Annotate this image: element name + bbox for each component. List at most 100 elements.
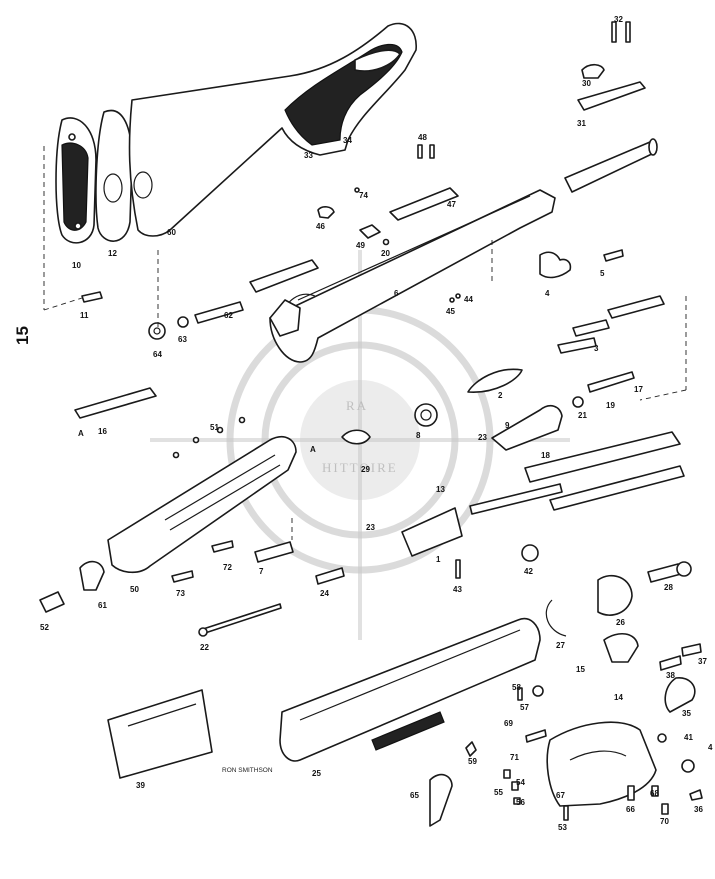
callout-46: 46 — [316, 222, 325, 231]
callout-66: 66 — [626, 805, 635, 814]
callout-11: 11 — [80, 311, 89, 320]
watermark-bottom-text: HITTOIRE — [322, 460, 398, 475]
callout-3: 3 — [594, 344, 599, 353]
pin-56 — [513, 797, 521, 805]
callout-72: 72 — [223, 563, 232, 572]
pin-55 — [503, 769, 511, 779]
callout-67: 67 — [556, 791, 565, 800]
callout-50: 50 — [130, 585, 139, 594]
stock-bolt-hole — [133, 171, 153, 199]
callout-53: 53 — [558, 823, 567, 832]
callout-31: 31 — [577, 119, 586, 128]
tube-plug — [572, 319, 610, 337]
buttstock-group — [55, 22, 417, 303]
callout-13: 13 — [436, 485, 445, 494]
screw-48a — [417, 144, 423, 159]
forend-25 — [279, 618, 541, 762]
screw-51c — [216, 426, 224, 434]
butt-plate-screw-hole-lower — [74, 222, 82, 230]
pin-43 — [455, 559, 461, 579]
callout-40: 4 — [708, 743, 713, 752]
magazine-tube — [607, 295, 665, 319]
callout-22: 22 — [200, 643, 209, 652]
pin-44 — [455, 293, 461, 299]
receiver-group — [148, 138, 665, 363]
callout-71: 71 — [510, 753, 519, 762]
small-parts-top — [317, 21, 646, 303]
pin-73 — [171, 570, 194, 583]
screw-32b — [625, 21, 631, 43]
callout-10: 10 — [72, 261, 81, 270]
callout-18: 18 — [541, 451, 550, 460]
callout-26: 26 — [616, 618, 625, 627]
callout-A: A — [310, 445, 316, 454]
action-spring-2 — [467, 368, 523, 393]
callout-14: 14 — [614, 693, 623, 702]
callout-42: 42 — [524, 567, 533, 576]
artist-signature: RON SMITHSON — [222, 767, 273, 774]
washer-63 — [177, 316, 189, 328]
callout-8: 8 — [416, 431, 421, 440]
callout-35: 35 — [682, 709, 691, 718]
pin-54 — [511, 781, 519, 791]
rear-sight-30 — [581, 63, 605, 79]
callout-56: 56 — [516, 798, 525, 807]
callout-58: 58 — [512, 683, 521, 692]
spring-ring-27 — [545, 599, 567, 637]
latch-49 — [359, 224, 381, 239]
guide-rod — [557, 337, 597, 354]
callout-38: 38 — [666, 671, 675, 680]
callout-24: 24 — [320, 589, 329, 598]
callout-16: 16 — [98, 427, 107, 436]
rear-sight-base-31 — [577, 81, 646, 111]
part-57 — [532, 685, 544, 697]
callout-49: 49 — [356, 241, 365, 250]
cap-52 — [39, 591, 65, 613]
part-callouts: 10 11 12 60 33 34 32 30 31 48 74 47 46 4… — [40, 15, 713, 832]
callout-57: 57 — [520, 703, 529, 712]
butt-plate-checkering — [61, 142, 89, 231]
callout-32: 32 — [614, 15, 623, 24]
callout-45: 45 — [446, 307, 455, 316]
extractor-29 — [341, 429, 371, 445]
callout-48: 48 — [418, 133, 427, 142]
callout-61: 61 — [98, 601, 107, 610]
clip-46 — [317, 206, 335, 219]
callout-62: 62 — [224, 311, 233, 320]
pin-36 — [689, 789, 703, 801]
pin-53 — [563, 805, 569, 821]
screw-51d — [238, 416, 246, 424]
callout-5: 5 — [600, 269, 605, 278]
forearm-group — [39, 416, 692, 637]
pin-5 — [603, 249, 624, 262]
pin-74 — [354, 187, 360, 193]
ring-21 — [572, 396, 584, 408]
action-bar-rail — [524, 431, 681, 483]
callout-59: 59 — [468, 757, 477, 766]
callout-23: 23 — [478, 433, 487, 442]
callout-74: 74 — [359, 191, 368, 200]
butt-plate-spacer — [95, 109, 133, 242]
callout-6: 6 — [394, 289, 399, 298]
pin-7 — [254, 541, 294, 563]
callout-7: 7 — [259, 567, 264, 576]
trigger-65 — [429, 773, 453, 827]
pin-58 — [517, 687, 523, 701]
callout-33: 33 — [304, 151, 313, 160]
pin-70 — [661, 803, 669, 815]
stock-nut-64 — [148, 322, 166, 340]
latch-61 — [79, 560, 105, 591]
action-bar-rail-lower — [549, 465, 685, 511]
trigger-plate-1 — [401, 507, 463, 557]
receiver — [269, 189, 556, 363]
callout-65: 65 — [410, 791, 419, 800]
pin-20 — [382, 238, 390, 246]
callout-9: 9 — [505, 421, 510, 430]
callout-4: 4 — [545, 289, 550, 298]
callout-34: 34 — [343, 136, 352, 145]
spacer-hole — [103, 173, 123, 203]
callout-37: 37 — [698, 657, 707, 666]
butt-plate-screw — [81, 291, 103, 303]
bolt-head-8 — [414, 403, 438, 427]
